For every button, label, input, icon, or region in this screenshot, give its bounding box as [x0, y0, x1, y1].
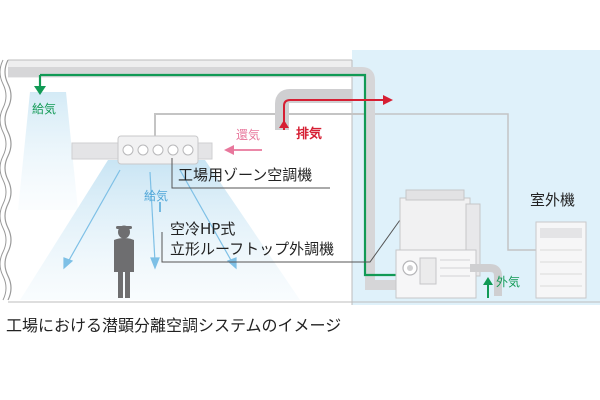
main-duct — [8, 67, 410, 290]
supply-air-label-mid: 給気 — [144, 189, 169, 203]
outside-air-label: 外気 — [496, 275, 521, 289]
zone-unit-label: 工場用ゾーン空調機 — [178, 166, 313, 184]
rooftop-callout — [161, 219, 401, 263]
return-arrow-icon — [224, 145, 234, 155]
supply-arrow-icon — [34, 86, 46, 95]
supply-spread-arrows — [63, 169, 237, 270]
signal-line-outdoor — [372, 113, 540, 251]
outdoor-unit-label: 室外機 — [530, 191, 576, 209]
zone-unit-callout — [171, 158, 330, 189]
rooftop-unit — [395, 189, 502, 299]
exhaust-label: 排気 — [296, 127, 323, 142]
left-break-edge — [4, 59, 12, 301]
rooftop-unit-label-line2: 立形ルーフトップ外調機 — [170, 240, 335, 259]
zone-air-handler — [71, 135, 213, 165]
exhaust-duct — [275, 89, 352, 130]
exhaust-up-arrow-icon — [279, 120, 289, 128]
rooftop-unit-label: 空冷HP式 立形ルーフトップ外調機 — [170, 219, 334, 260]
outside-air-arrow-icon — [483, 277, 493, 285]
return-air-label: 還気 — [236, 128, 261, 142]
diagram-canvas — [0, 50, 600, 305]
exhaust-arrow-icon — [383, 95, 393, 105]
figure-caption: 工場における潜顕分離空調システムのイメージ — [6, 316, 342, 335]
exhaust-air-line — [283, 99, 384, 130]
rooftop-unit-label-line1: 空冷HP式 — [170, 220, 236, 238]
supply-air-label-top: 給気 — [32, 102, 57, 116]
left-break-edge-outer — [0, 59, 7, 301]
supply-air-spread — [20, 160, 300, 300]
worker-silhouette-icon — [114, 225, 134, 298]
supply-air-line — [40, 73, 402, 277]
outdoor-unit — [535, 221, 587, 299]
supply-air-cone-left — [18, 92, 78, 210]
